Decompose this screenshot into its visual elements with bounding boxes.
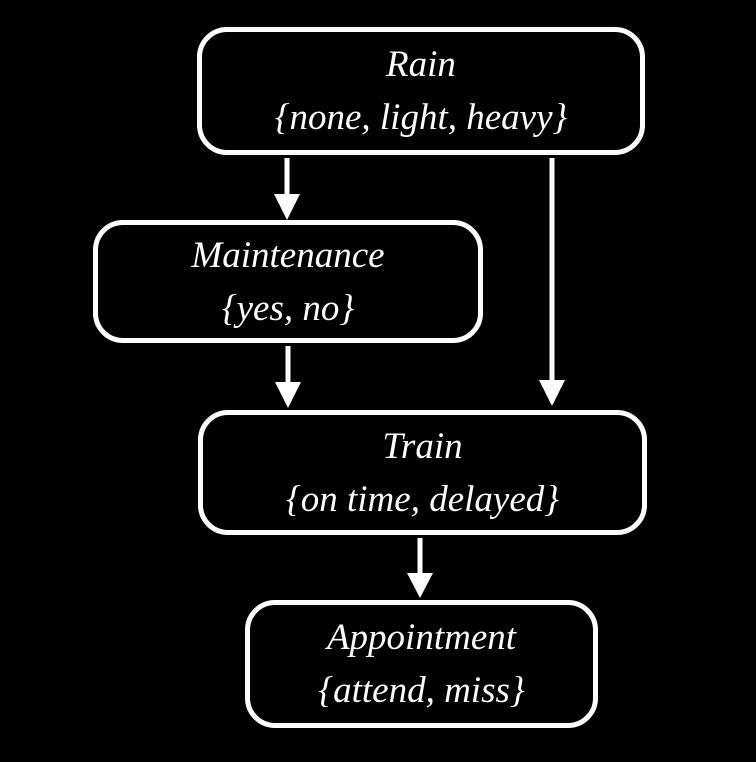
edge-train-appointment bbox=[407, 538, 433, 598]
arrowhead-icon bbox=[274, 194, 300, 220]
arrowhead-icon bbox=[407, 573, 433, 598]
node-values: {none, light, heavy} bbox=[274, 97, 568, 138]
node-train: Train {on time, delayed} bbox=[198, 410, 647, 535]
node-title: Maintenance bbox=[191, 234, 385, 276]
edge-rain-train bbox=[539, 158, 565, 406]
node-values: {on time, delayed} bbox=[285, 478, 560, 520]
node-rain: Rain {none, light, heavy} bbox=[197, 27, 645, 155]
node-values: {attend, miss} bbox=[318, 670, 525, 711]
edge-maintenance-train bbox=[275, 346, 301, 408]
node-title: Appointment bbox=[326, 617, 517, 658]
node-title: Train bbox=[382, 425, 463, 467]
node-appointment: Appointment {attend, miss} bbox=[245, 600, 598, 728]
node-values: {yes, no} bbox=[221, 287, 355, 329]
arrowhead-icon bbox=[275, 382, 301, 408]
node-maintenance: Maintenance {yes, no} bbox=[93, 220, 483, 343]
edge-rain-maintenance bbox=[274, 158, 300, 220]
arrowhead-icon bbox=[539, 380, 565, 406]
node-title: Rain bbox=[386, 44, 456, 85]
